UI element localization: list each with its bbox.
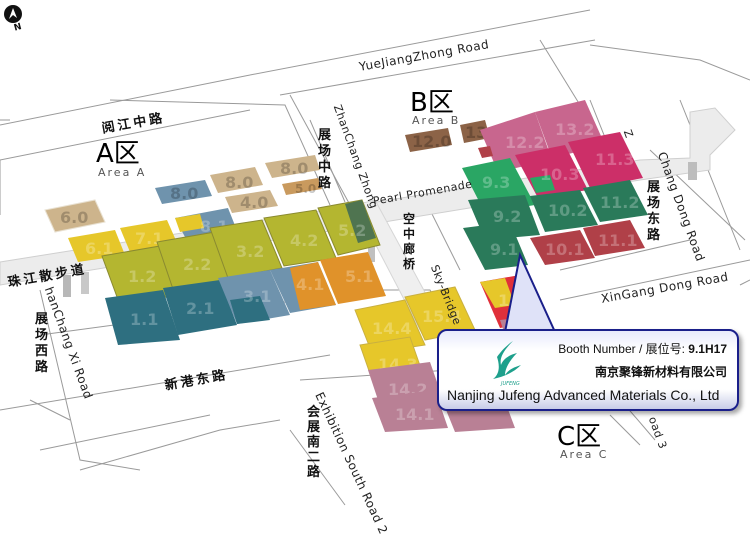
area-a-halls: 6.0 8.0 8.0 8.0 4.0 5.0 [44,155,322,233]
hall-8-0-label[interactable]: 8.0 [280,159,308,178]
compass: N [3,4,23,38]
hall-8-0-label[interactable]: 8.0 [225,173,253,192]
area-b-title: B区 [410,88,454,118]
hall-10-1-label[interactable]: 10.1 [545,240,584,259]
hall-9-3-label[interactable]: 9.3 [482,173,510,192]
logo-caption: JUFENG [501,381,520,387]
hall-2-1-label[interactable]: 2.1 [186,299,214,318]
area-b-subtitle: Area B [412,114,461,127]
area-a-title: A区 [96,139,140,169]
hall-12-2-label[interactable]: 12.2 [505,133,544,152]
map-canvas: 6.0 8.0 8.0 8.0 4.0 5.0 6.1 7.1 8.1 1.2 … [0,9,750,506]
road-label-exhibition-south-2-cn: 会展南二路 [307,405,324,480]
road-label-zhanchang-xi-cn: 展场西路 [35,312,52,375]
hall-14-1-label[interactable]: 14.1 [395,405,434,424]
area-a-main-halls: 6.1 7.1 8.1 1.2 2.2 3.2 4.2 5.2 1.1 2.1 … [68,199,386,345]
area-c-title: C区 [557,422,602,452]
booth-number-label: Booth Number / 展位号: [558,342,689,356]
hall-11-1-label[interactable]: 11.1 [598,231,637,250]
road-label-sky-bridge-cn: 空中廊桥 [403,212,419,271]
hall-5-2-label[interactable]: 5.2 [338,221,366,240]
hall-4-1-label[interactable]: 4.1 [296,275,324,294]
road-label-zhanchang-zhong-cn: 展场中路 [318,128,335,191]
booth-number-line: Booth Number / 展位号: 9.1H17 [558,340,727,357]
area-a-subtitle: Area A [98,166,147,179]
hall-4-2-label[interactable]: 4.2 [290,231,318,250]
hall-4-0-label[interactable]: 4.0 [240,193,268,212]
hall-2-2-label[interactable]: 2.2 [183,255,211,274]
hall-6-0-label[interactable]: 6.0 [60,208,88,227]
hall-1-2-label[interactable]: 1.2 [128,267,156,286]
hall-11-3-label[interactable]: 11.3 [595,150,634,169]
hall-11-2-label[interactable]: 11.2 [600,193,639,212]
exhibition-map: 6.0 8.0 8.0 8.0 4.0 5.0 6.1 7.1 8.1 1.2 … [0,4,750,537]
hall-9-1-label[interactable]: 9.1 [490,240,518,259]
company-logo-icon [493,341,521,379]
hall-7-1-label[interactable]: 7.1 [135,229,163,248]
area-c-subtitle: Area C [560,448,609,461]
hall-8-0-label[interactable]: 8.0 [170,184,198,203]
north-arrow-icon [4,5,22,23]
hall-5-0-label[interactable]: 5.0 [295,182,316,196]
company-name-cn: 南京聚锋新材料有限公司 [594,365,727,379]
hall-9-2-label[interactable]: 9.2 [493,207,521,226]
road-label-zhanchang-dong-cn: 展场东路 [647,180,664,243]
hall-3-1-label[interactable]: 3.1 [243,287,271,306]
hall-13-2-label[interactable]: 13.2 [555,120,594,139]
hall-12-0-label[interactable]: 12.0 [412,132,451,151]
booth-info-popup[interactable]: JUFENG Booth Number / 展位号: 9.1H17 南京聚锋新材… [437,329,739,411]
area-b-halls: 12.0 13.0 12.2 13.2 10.3 11.3 9.3 9.2 10… [405,100,648,270]
hall-1-1-label[interactable]: 1.1 [130,310,158,329]
hall-14-4-label[interactable]: 14.4 [372,319,411,338]
hall-5-1-label[interactable]: 5.1 [345,267,373,286]
hall-6-1-label[interactable]: 6.1 [85,239,113,258]
booth-number-value: 9.1H17 [688,342,727,356]
company-name-en: Nanjing Jufeng Advanced Materials Co., L… [447,387,720,403]
hall-3-2-label[interactable]: 3.2 [236,242,264,261]
hall-10-3-label[interactable]: 10.3 [540,165,579,184]
hall-10-2-label[interactable]: 10.2 [548,201,587,220]
hall-15-4-label[interactable]: 15.4 [422,307,461,326]
